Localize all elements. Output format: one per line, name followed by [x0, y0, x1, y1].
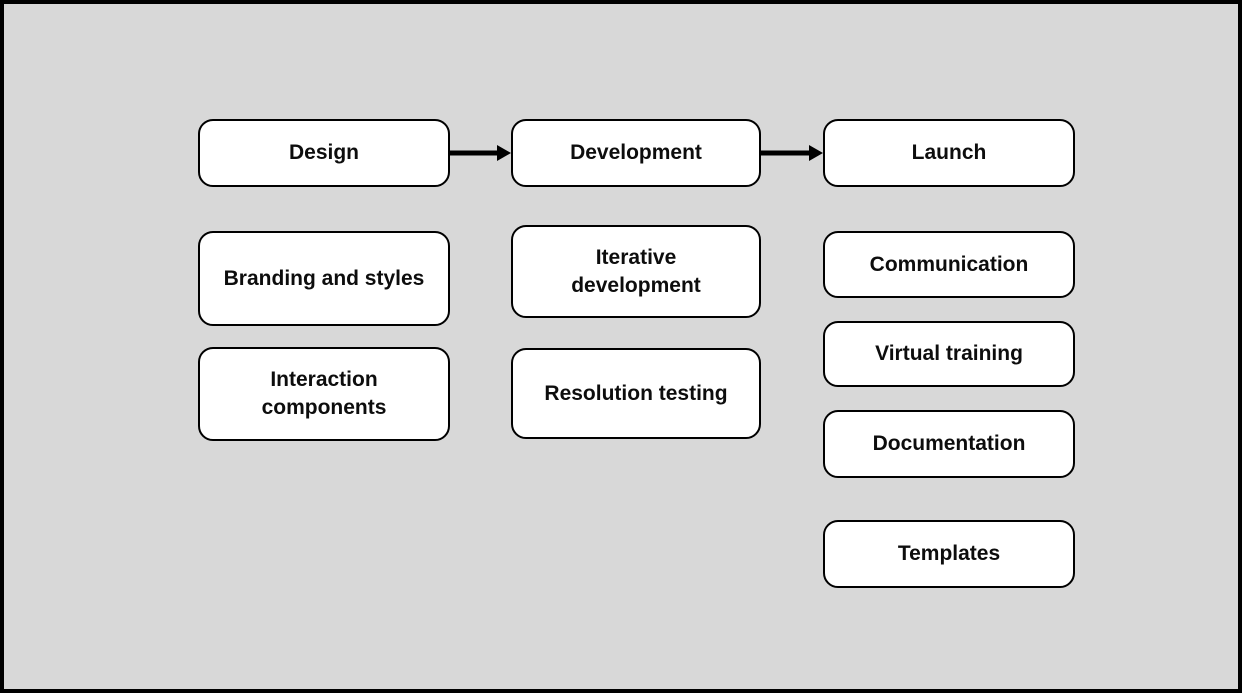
- stage-label-development: Development: [570, 141, 702, 165]
- task-label-communication: Communication: [869, 252, 1029, 276]
- task-box-communication: Communication: [823, 231, 1075, 298]
- stage-label-launch: Launch: [911, 141, 987, 165]
- task-box-interaction-components: Interaction components: [198, 347, 450, 441]
- task-label-templates: Templates: [897, 542, 1001, 566]
- task-box-branding-and-styles: Branding and styles: [198, 231, 450, 326]
- task-label-iterative-development: Iterative development: [571, 245, 701, 297]
- task-box-documentation: Documentation: [823, 410, 1075, 478]
- task-label-documentation: Documentation: [872, 432, 1026, 456]
- stage-label-design: Design: [288, 141, 359, 165]
- arrow-design-to-development: [449, 145, 511, 161]
- task-box-iterative-development: Iterative development: [511, 225, 761, 318]
- arrow-development-to-launch: [761, 145, 823, 161]
- task-box-virtual-training: Virtual training: [823, 321, 1075, 387]
- task-box-resolution-testing: Resolution testing: [511, 348, 761, 439]
- task-label-resolution-testing: Resolution testing: [544, 381, 728, 405]
- task-box-templates: Templates: [823, 520, 1075, 588]
- stage-box-development: Development: [511, 119, 761, 187]
- stage-box-launch: Launch: [823, 119, 1075, 187]
- task-label-branding-and-styles: Branding and styles: [223, 266, 425, 290]
- stage-box-design: Design: [198, 119, 450, 187]
- task-label-interaction-components: Interaction components: [261, 368, 387, 419]
- task-label-virtual-training: Virtual training: [875, 342, 1023, 366]
